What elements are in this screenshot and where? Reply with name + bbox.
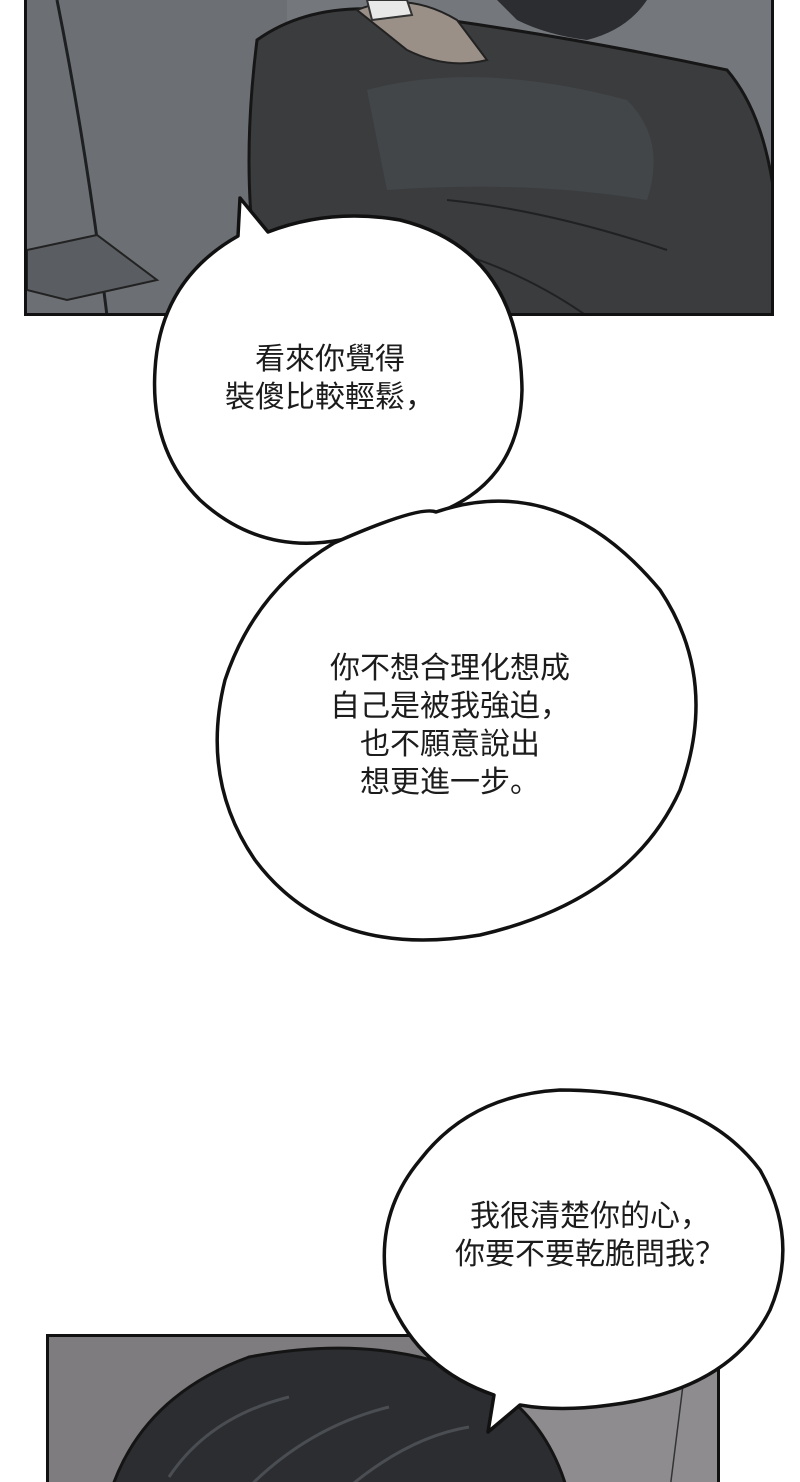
speech-text-2-line-3: 也不願意說出 xyxy=(360,727,540,762)
speech-text-2: 你不想合理化想成 自己是被我強迫， 也不願意說出 想更進一步。 xyxy=(270,650,630,802)
speech-text-3-line-2: 你要不要乾脆問我？ xyxy=(455,1237,725,1272)
speech-bubble-3 xyxy=(382,1088,785,1434)
comic-panel-top xyxy=(24,0,774,316)
watermark-text: 拷貝漫畫 xyxy=(743,1461,792,1475)
speech-text-2-line-4: 想更進一步。 xyxy=(360,765,540,800)
speech-text-1: 看來你覺得 裝傻比較輕鬆， xyxy=(205,341,455,417)
speech-text-2-line-2: 自己是被我強迫， xyxy=(330,689,570,724)
speech-text-1-line-2: 裝傻比較輕鬆， xyxy=(225,380,435,415)
panel-top-artwork xyxy=(27,0,771,313)
speech-text-1-line-1: 看來你覺得 xyxy=(255,342,405,377)
speech-text-3: 我很清楚你的心， 你要不要乾脆問我？ xyxy=(420,1198,760,1274)
speech-text-3-line-1: 我很清楚你的心， xyxy=(470,1199,710,1234)
speech-bubble-2 xyxy=(215,499,698,942)
speech-text-2-line-1: 你不想合理化想成 xyxy=(330,651,570,686)
